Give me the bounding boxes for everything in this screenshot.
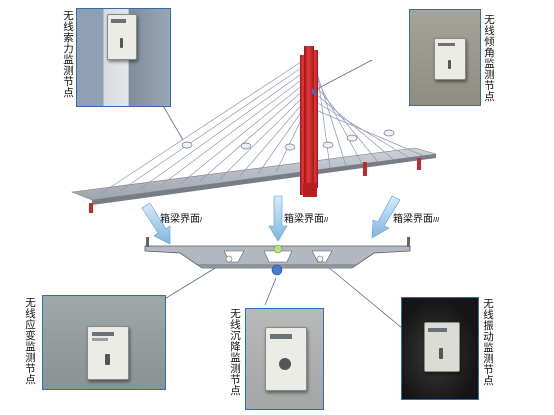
device-logo xyxy=(92,332,114,337)
photo-strain xyxy=(42,295,166,390)
device-logo xyxy=(428,327,448,332)
settlement-sensor xyxy=(271,264,283,276)
vibration-sensor-device xyxy=(424,322,460,372)
photo-tilt xyxy=(409,9,481,106)
section-label-sub: I xyxy=(200,216,203,224)
stay-cable xyxy=(315,85,379,163)
sensor-marker xyxy=(284,143,296,151)
sensor-marker xyxy=(346,134,358,142)
sensor-marker xyxy=(240,142,252,150)
leader-strain xyxy=(157,261,226,304)
power-switch-icon xyxy=(447,59,452,69)
section-sensor xyxy=(273,244,283,254)
sensor-marker xyxy=(181,141,193,149)
device-label xyxy=(92,338,108,342)
leader-tilt xyxy=(314,59,373,91)
power-switch-icon xyxy=(439,347,444,359)
section-label-text: 箱梁界面 xyxy=(284,214,324,225)
section-label-middle: 箱梁界面II xyxy=(284,210,328,225)
cell xyxy=(263,250,293,263)
pylon-core xyxy=(304,46,314,194)
stay-cable xyxy=(257,107,305,175)
section-arrows xyxy=(141,195,401,245)
label-cable-force-node: 无线索力监测节点 xyxy=(62,10,74,98)
arrow-left xyxy=(141,202,171,245)
section-label-right: 箱梁界面III xyxy=(393,210,439,225)
stay-cable xyxy=(159,77,305,187)
railing xyxy=(146,237,149,247)
stay-cable xyxy=(315,77,363,165)
device-logo xyxy=(438,43,455,47)
tilt-sensor-device xyxy=(434,38,466,80)
stay-cable xyxy=(119,65,305,192)
pylon-leg xyxy=(300,55,306,195)
sensor-marker xyxy=(322,141,334,149)
bridge-deck xyxy=(70,147,437,213)
power-switch-icon xyxy=(104,354,110,366)
label-strain-node: 无线应变监测节点 xyxy=(24,297,36,385)
photo-vibration xyxy=(401,297,479,400)
power-switch-icon xyxy=(119,37,124,48)
arrow-right xyxy=(371,195,401,239)
label-vibration-node: 无线振动监测节点 xyxy=(482,298,494,386)
section-label-text: 箱梁界面 xyxy=(160,214,200,225)
pylon-base xyxy=(303,183,317,197)
pier xyxy=(89,203,93,213)
level-sensor-icon xyxy=(279,358,291,370)
strain-sensor xyxy=(225,255,233,263)
arrow-middle xyxy=(268,195,288,242)
tilt-sensor-marker xyxy=(312,88,318,94)
pylon-leg xyxy=(312,50,318,188)
stay-cable xyxy=(99,59,305,195)
device-logo xyxy=(110,19,127,23)
leader-settlement xyxy=(264,277,277,306)
section-label-text: 箱梁界面 xyxy=(393,214,433,225)
railing xyxy=(407,237,410,247)
leader-lines xyxy=(154,59,403,329)
pier xyxy=(417,158,421,170)
label-tilt-node: 无线倾角监测节点 xyxy=(483,14,495,102)
device-logo xyxy=(270,334,292,340)
pylon xyxy=(300,46,318,197)
stay-cable xyxy=(315,61,331,169)
sensor-marker xyxy=(383,129,395,137)
stay-cable xyxy=(139,71,305,190)
cable-sensors xyxy=(181,129,395,151)
stay-cable xyxy=(315,109,425,157)
section-label-sub: II xyxy=(324,216,329,224)
vibration-sensor xyxy=(316,255,324,263)
stay-cable xyxy=(275,113,305,173)
stay-cable xyxy=(199,89,305,182)
cable-force-sensor-device xyxy=(107,14,137,60)
leader-vibration xyxy=(321,261,403,329)
stay-cable xyxy=(315,93,395,161)
pier xyxy=(363,162,367,176)
photo-settlement xyxy=(245,308,324,410)
stay-cable xyxy=(315,69,347,167)
section-label-sub: III xyxy=(433,216,440,224)
strain-sensor-device xyxy=(87,326,129,380)
stay-cable xyxy=(179,83,305,185)
stay-cables xyxy=(99,59,425,195)
settlement-sensor-device xyxy=(265,327,307,391)
stay-cable xyxy=(219,95,305,180)
stay-cable xyxy=(239,101,305,177)
photo-cable-force xyxy=(76,8,171,107)
box-girder-section xyxy=(144,237,411,276)
section-label-left: 箱梁界面I xyxy=(160,210,202,225)
label-settlement-node: 无线沉降监测节点 xyxy=(229,308,241,396)
